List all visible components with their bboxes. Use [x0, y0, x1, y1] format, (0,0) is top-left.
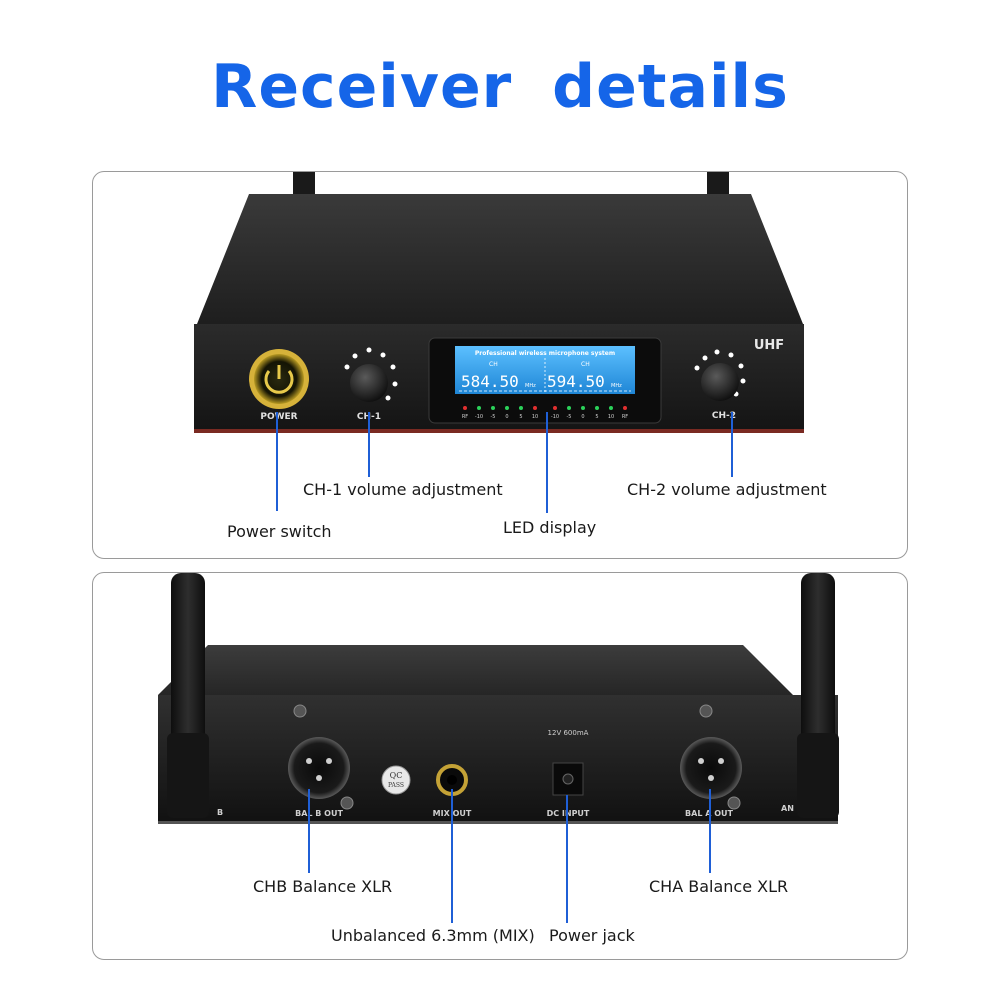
callout-ch1-volume: CH-1 volume adjustment: [303, 480, 503, 499]
meter-scale-tick: 10: [608, 414, 614, 420]
bal-b-label: BAL B OUT: [295, 809, 343, 818]
screws: [293, 704, 741, 810]
ch1-knob-dots: [344, 347, 398, 401]
qc-pass-sticker: [381, 765, 411, 795]
meter-leds: [463, 406, 627, 410]
ant-right-label: AN: [781, 804, 794, 813]
callout-power-jack: Power jack: [549, 926, 635, 945]
freq-unit-b: MHz: [611, 383, 622, 389]
dc-input-label: DC INPUT: [547, 809, 590, 818]
meter-scale-tick: -10: [475, 414, 483, 420]
power-icon: [264, 365, 294, 394]
freq-b: 594.50: [547, 372, 605, 391]
xlr-a-connector: [680, 737, 742, 799]
callout-chb-xlr: CHB Balance XLR: [253, 877, 393, 896]
meter-scale-tick: -5: [567, 414, 572, 420]
ch2-knob-dots: [694, 349, 746, 397]
meter-scale-tick: 5: [519, 414, 522, 420]
callout-led-display: LED display: [503, 518, 597, 537]
callout-ch2-volume: CH-2 volume adjustment: [627, 480, 827, 499]
meter-scale-tick: -5: [491, 414, 496, 420]
meter-scale-tick: 5: [595, 414, 598, 420]
meter-scale-tick: -10: [551, 414, 559, 420]
callout-lines-rear: [308, 789, 711, 923]
callout-lines-front: [276, 412, 733, 513]
meter-scale-tick: RF: [462, 414, 468, 420]
qc-bottom: PASS: [388, 782, 404, 789]
ch2-volume-knob: [701, 363, 739, 401]
antenna-right: [707, 172, 729, 194]
callout-power-switch: Power switch: [227, 522, 332, 541]
callout-cha-xlr: CHA Balance XLR: [649, 877, 789, 896]
meter-scale-tick: 10: [532, 414, 538, 420]
brand-uhf: UHF: [754, 338, 784, 353]
rear-panel-illustration: BAL B OUT QC PASS MIX OUT 12V 600mA DC I…: [158, 573, 839, 923]
dc-spec: 12V 600mA: [548, 729, 589, 737]
ch-b-label: CH: [581, 361, 590, 368]
ant-left-label: B: [217, 808, 223, 817]
meter-scale-a: RF -10 -5 0 5 10: [462, 414, 538, 420]
dc-input-jack: [552, 762, 584, 796]
xlr-b-connector: [288, 737, 350, 799]
antenna-left: [293, 172, 315, 194]
freq-a: 584.50: [461, 372, 519, 391]
ch-a-label: CH: [489, 361, 498, 368]
front-panel-card: POWER CH-1 Professional wireless microph…: [92, 171, 908, 559]
freq-unit-a: MHz: [525, 383, 536, 389]
chassis-top: [197, 194, 803, 324]
rear-panel-card: BAL B OUT QC PASS MIX OUT 12V 600mA DC I…: [92, 572, 908, 960]
ch2-label: CH-2: [712, 411, 736, 421]
meter-scale-tick: RF: [622, 414, 628, 420]
page-title: Receiver details: [211, 52, 789, 122]
meter-scale-b: -10 -5 0 5 10 RF: [551, 414, 628, 420]
rear-chassis-top: [158, 645, 793, 695]
callout-mix: Unbalanced 6.3mm (MIX): [331, 926, 535, 945]
ch1-volume-knob: [350, 364, 388, 402]
meter-scale-tick: 0: [581, 414, 584, 420]
lcd-header: Professional wireless microphone system: [475, 350, 615, 357]
power-label: POWER: [260, 412, 297, 422]
front-panel-illustration: POWER CH-1 Professional wireless microph…: [194, 172, 804, 513]
qc-top: QC: [390, 771, 403, 780]
meter-scale-tick: 0: [505, 414, 508, 420]
